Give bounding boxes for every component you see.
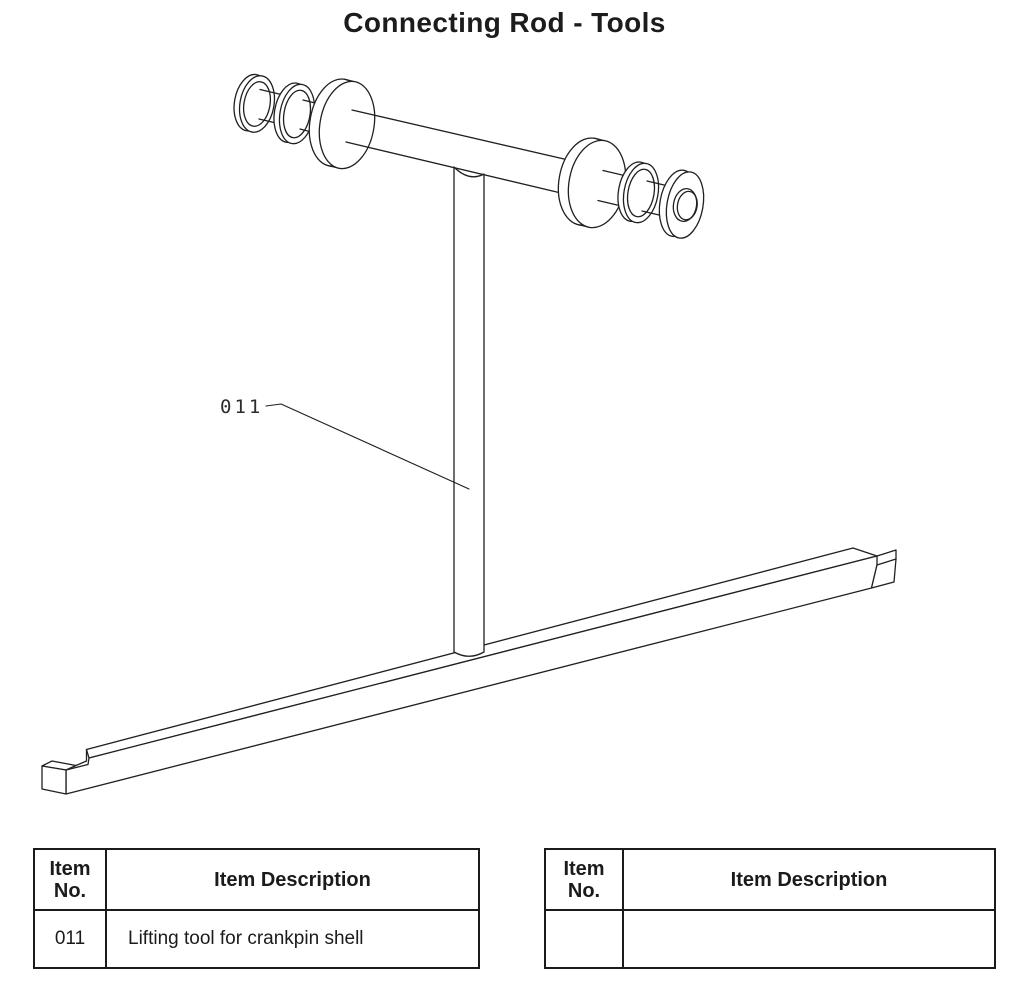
cell-item-description: Lifting tool for crankpin shell <box>105 909 480 969</box>
left-spool-set <box>233 73 376 170</box>
page-title: Connecting Rod - Tools <box>343 7 666 38</box>
header-item-no: Item No. <box>33 848 107 911</box>
right-spool-set <box>557 137 705 239</box>
cell-item-no <box>544 909 624 969</box>
header-item-no: Item No. <box>544 848 624 911</box>
part-callout <box>265 403 470 490</box>
cell-item-no: 011 <box>33 909 107 969</box>
main-shaft <box>345 109 591 199</box>
parts-table-left: Item No. Item Description 011 Lifting to… <box>33 848 480 969</box>
part-label: 011 <box>220 396 263 418</box>
table-row: 011 Lifting tool for crankpin shell <box>33 909 480 969</box>
header-item-description: Item Description <box>105 848 480 911</box>
leader-line <box>265 403 470 490</box>
header-item-description: Item Description <box>622 848 996 911</box>
vertical-rod <box>453 166 485 657</box>
table-row <box>544 909 996 969</box>
parts-table-right: Item No. Item Description <box>544 848 996 969</box>
cell-item-description <box>622 909 996 969</box>
